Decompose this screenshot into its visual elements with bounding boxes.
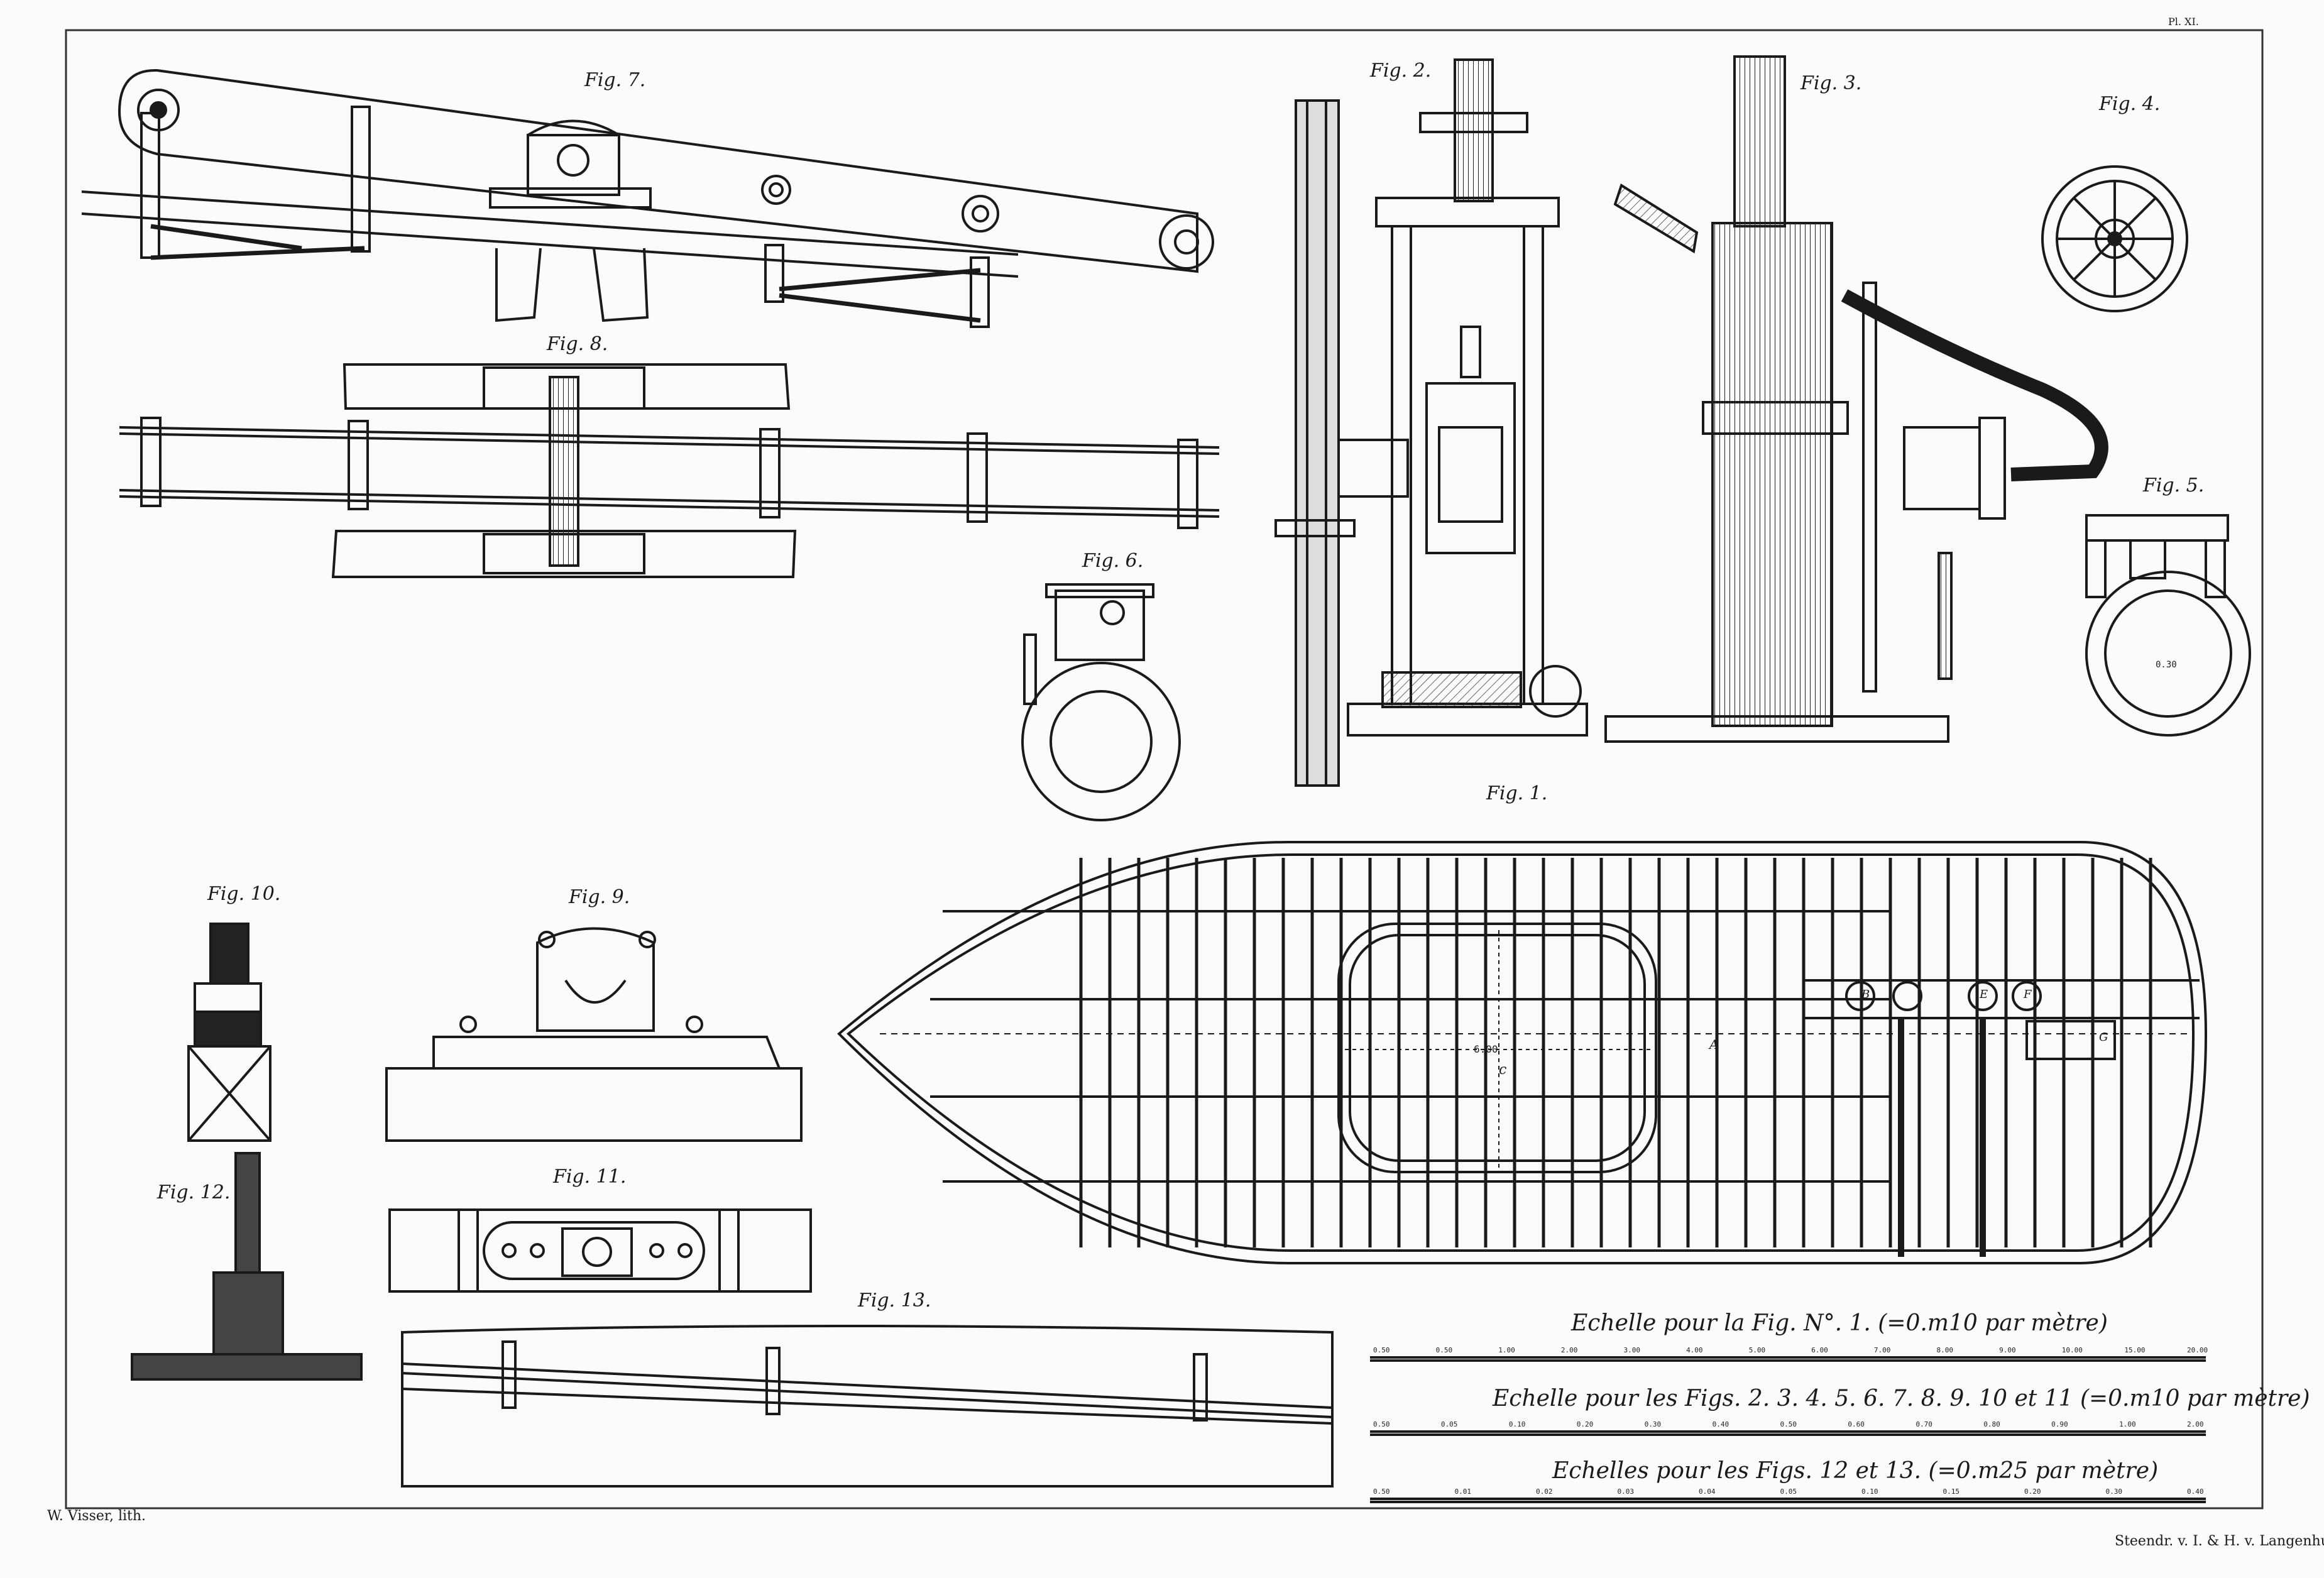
scale-tick-label: 0.10: [1861, 1488, 1878, 1496]
scale1-title: Echelle pour la Fig. N°. 1. (=0.m10 par …: [1571, 1310, 2108, 1336]
scale-tick-label: 20.00: [2187, 1346, 2208, 1354]
fig13-rail-drawing: [401, 1325, 1334, 1488]
scale-tick-label: 4.00: [1686, 1346, 1703, 1354]
scale-tick-label: 0.30: [2105, 1488, 2123, 1496]
fig1-label: Fig. 1.: [1486, 782, 1548, 804]
fig2-engine-drawing: [1274, 58, 1588, 787]
scale-tick-label: 0.90: [2051, 1420, 2068, 1428]
fig12-label: Fig. 12.: [157, 1181, 231, 1203]
fig11-plate-drawing: [388, 1208, 812, 1293]
fig1-dimension-label: 6.00: [1474, 1043, 1498, 1055]
fig5-pipe-drawing: [2085, 514, 2251, 737]
fig4-label: Fig. 4.: [2099, 93, 2161, 115]
fig1-c-label: c: [1499, 1062, 1507, 1078]
fig1-a-label: A: [1709, 1037, 1719, 1052]
fig6-label: Fig. 6.: [1082, 550, 1144, 572]
scale-tick-label: 0.10: [1508, 1420, 1526, 1428]
scale-tick-label: 0.70: [1916, 1420, 1932, 1428]
scale-tick-label: 0.20: [1576, 1420, 1594, 1428]
fig1-e-label: E: [1980, 988, 1988, 1001]
scale-tick-label: 0.50: [1373, 1488, 1390, 1496]
fig1-g-label: G: [2099, 1031, 2108, 1044]
fig1-f-label: F: [2024, 988, 2032, 1001]
fig5-dimension-label: 0.30: [2156, 660, 2177, 670]
scale-bars: [1370, 1356, 2206, 1503]
fig9-label: Fig. 9.: [569, 886, 630, 908]
scale-tick-label: 9.00: [1999, 1346, 2016, 1354]
fig1-hull-plan: [837, 841, 2208, 1264]
scale-tick-label: 0.05: [1440, 1420, 1458, 1428]
lithographer-credit: W. Visser, lith.: [47, 1508, 146, 1524]
printer-credit: Steendr. v. I. & H. v. Langenhuysen.: [2115, 1533, 2324, 1549]
scale-tick-label: 0.50: [1435, 1346, 1453, 1354]
plate-reference: Pl. XI.: [2168, 16, 2199, 28]
fig10-block-drawing: [187, 923, 271, 1142]
scale-tick-label: 0.02: [1536, 1488, 1553, 1496]
scale-tick-label: 0.50: [1373, 1346, 1390, 1354]
scale-tick-label: 0.01: [1454, 1488, 1472, 1496]
fig1-b-label: B: [1861, 988, 1870, 1001]
scale-tick-label: 0.03: [1617, 1488, 1635, 1496]
fig6-flange-drawing: [1021, 583, 1181, 821]
scale-tick-label: 2.00: [1560, 1346, 1578, 1354]
scale-tick-label: 1.00: [2119, 1420, 2136, 1428]
fig9-bearing-drawing: [385, 927, 803, 1142]
scale-tick-label: 0.30: [1644, 1420, 1662, 1428]
fig10-label: Fig. 10.: [207, 883, 281, 905]
fig12-tbar-drawing: [131, 1152, 363, 1381]
scale-tick-label: 0.80: [1983, 1420, 2000, 1428]
fig2-label: Fig. 2.: [1370, 60, 1432, 82]
scale-tick-label: 3.00: [1623, 1346, 1640, 1354]
scale-tick-label: 0.15: [1943, 1488, 1960, 1496]
fig4-wheel-drawing: [2041, 165, 2188, 312]
scale-tick-label: 0.60: [1848, 1420, 1865, 1428]
fig3-label: Fig. 3.: [1801, 72, 1862, 94]
scale-tick-label: 0.40: [1712, 1420, 1729, 1428]
fig11-label: Fig. 11.: [553, 1166, 627, 1188]
scale-tick-label: 1.00: [1498, 1346, 1515, 1354]
fig8-label: Fig. 8.: [547, 333, 608, 355]
fig3-engine-section: [1604, 55, 2108, 743]
scale-tick-label: 8.00: [1936, 1346, 1954, 1354]
scale-tick-label: 2.00: [2187, 1420, 2204, 1428]
fig8-shaft-drawing: [119, 363, 1220, 578]
scale-tick-label: 10.00: [2061, 1346, 2083, 1354]
scale-tick-label: 15.00: [2124, 1346, 2146, 1354]
scale-tick-label: 0.50: [1373, 1420, 1390, 1428]
scale2-title: Echelle pour les Figs. 2. 3. 4. 5. 6. 7.…: [1493, 1386, 2310, 1411]
scale-tick-label: 0.20: [2024, 1488, 2041, 1496]
scale-tick-label: 0.50: [1780, 1420, 1797, 1428]
fig1-hull-frames: [1079, 858, 2152, 1247]
scale-tick-label: 0.04: [1699, 1488, 1716, 1496]
scale-tick-label: 0.05: [1780, 1488, 1797, 1496]
fig5-label: Fig. 5.: [2143, 474, 2205, 496]
fig7-lever-drawing: [81, 68, 1214, 328]
plate-border: [65, 29, 2264, 1510]
scale-tick-label: 6.00: [1811, 1346, 1828, 1354]
fig7-label: Fig. 7.: [584, 69, 646, 91]
scale3-title: Echelles pour les Figs. 12 et 13. (=0.m2…: [1552, 1458, 2159, 1484]
scale-tick-label: 5.00: [1748, 1346, 1766, 1354]
scale-tick-label: 7.00: [1873, 1346, 1891, 1354]
scale-tick-label: 0.40: [2187, 1488, 2204, 1496]
fig13-label: Fig. 13.: [858, 1290, 931, 1312]
